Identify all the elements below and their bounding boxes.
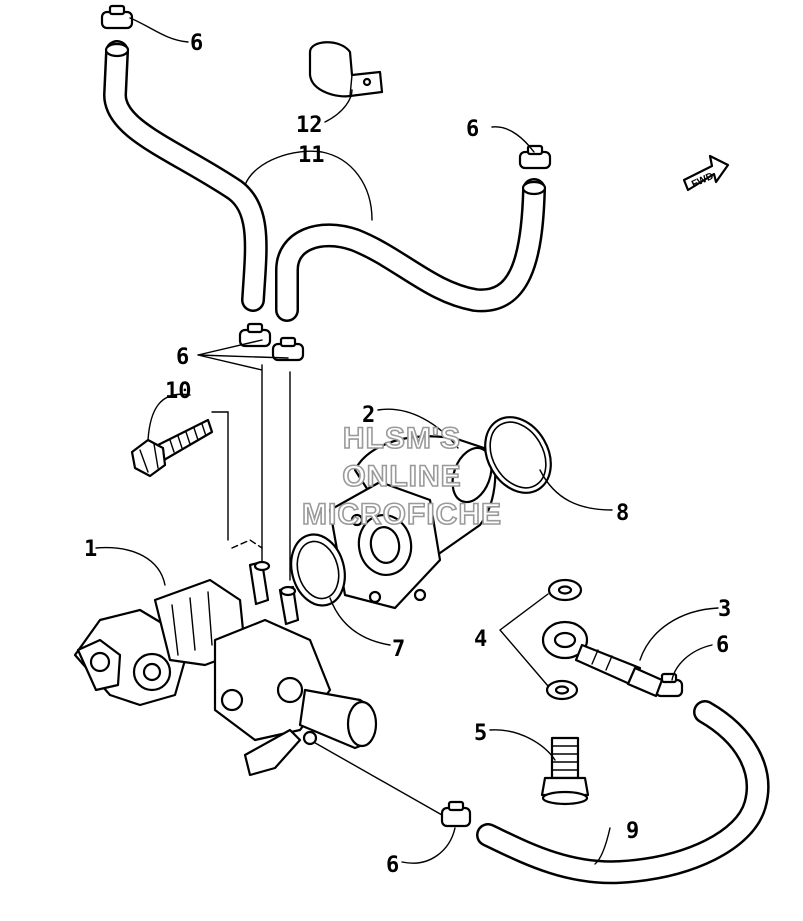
callout-11: 11 [298, 143, 325, 168]
callout-6-top-right: 6 [466, 117, 479, 142]
leader-lines [95, 17, 719, 865]
callout-6-top-left: 6 [190, 31, 203, 56]
hose-9[interactable] [476, 700, 770, 885]
clamp-6-middle-right[interactable] [271, 336, 305, 362]
callout-9: 9 [626, 819, 639, 844]
clamp-6-bottom[interactable] [440, 800, 472, 828]
banjo-fitting-3[interactable] [541, 620, 664, 698]
callout-8: 8 [616, 501, 629, 526]
gasket-7[interactable] [284, 528, 353, 611]
hose-bracket-12[interactable] [308, 41, 384, 98]
callout-6-middle: 6 [176, 345, 189, 370]
callout-7: 7 [392, 637, 405, 662]
watermark-line-2: ONLINE [342, 460, 461, 493]
callout-2: 2 [362, 403, 375, 428]
callout-6-right: 6 [716, 633, 729, 658]
callout-labels: 6 6 12 11 6 10 2 8 1 7 4 3 6 5 9 6 [84, 31, 731, 878]
callout-4: 4 [474, 627, 487, 652]
bolt-10[interactable] [130, 418, 214, 478]
callout-1: 1 [84, 537, 97, 562]
hose-11[interactable] [103, 40, 547, 322]
callout-3: 3 [718, 597, 731, 622]
callout-5: 5 [474, 721, 487, 746]
forward-arrow-label: FWD [690, 171, 715, 191]
clamp-6-middle-left[interactable] [238, 322, 272, 348]
thermostat-housing-2[interactable] [328, 435, 498, 610]
callout-6-bottom: 6 [386, 853, 399, 878]
callout-12: 12 [296, 113, 323, 138]
watermark-line-1: HLSM'S [343, 422, 461, 455]
clamp-6-top-right[interactable] [518, 144, 552, 170]
watermark-line-3: MICROFICHE [302, 498, 502, 531]
washer-4-upper[interactable] [547, 578, 583, 602]
banjo-bolt-5[interactable] [540, 736, 590, 806]
callout-10: 10 [165, 379, 192, 404]
forward-arrow-icon: FWD [682, 154, 730, 192]
watermark: HLSM'S ONLINE MICROFICHE [301, 421, 502, 532]
clamp-6-top-left[interactable] [100, 4, 134, 30]
pump-assembly-1[interactable] [73, 560, 378, 777]
assembly-guides [211, 364, 443, 816]
o-ring-8[interactable] [472, 405, 564, 504]
washer-4-lower[interactable] [545, 679, 579, 701]
